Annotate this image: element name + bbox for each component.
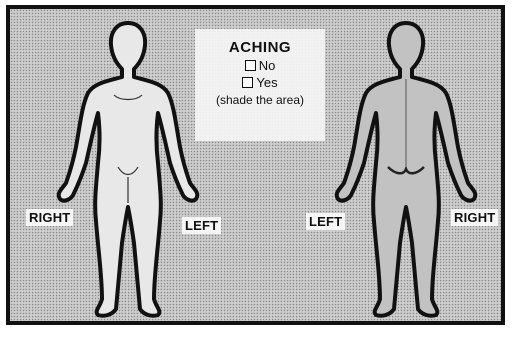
option-yes[interactable]: Yes: [195, 75, 325, 90]
back-right-label: RIGHT: [451, 209, 498, 226]
back-body-figure[interactable]: [326, 17, 486, 322]
front-body-outline: [48, 17, 208, 322]
option-no[interactable]: No: [195, 58, 325, 73]
no-checkbox[interactable]: [245, 60, 256, 71]
no-label: No: [259, 58, 276, 73]
aching-title: ACHING: [195, 39, 325, 56]
back-left-label: LEFT: [306, 213, 345, 230]
shade-instruction: (shade the area): [195, 93, 325, 107]
aching-question-box: ACHING No Yes (shade the area): [195, 29, 325, 141]
front-left-label: LEFT: [182, 217, 221, 234]
front-right-label: RIGHT: [26, 209, 73, 226]
back-body-outline: [326, 17, 486, 322]
body-diagram-frame: RIGHT LEFT LEFT RIGHT ACHING No Yes (sha…: [6, 5, 505, 325]
front-body-figure[interactable]: [48, 17, 208, 322]
front-silhouette[interactable]: [59, 23, 198, 316]
yes-checkbox[interactable]: [242, 77, 253, 88]
yes-label: Yes: [256, 75, 277, 90]
